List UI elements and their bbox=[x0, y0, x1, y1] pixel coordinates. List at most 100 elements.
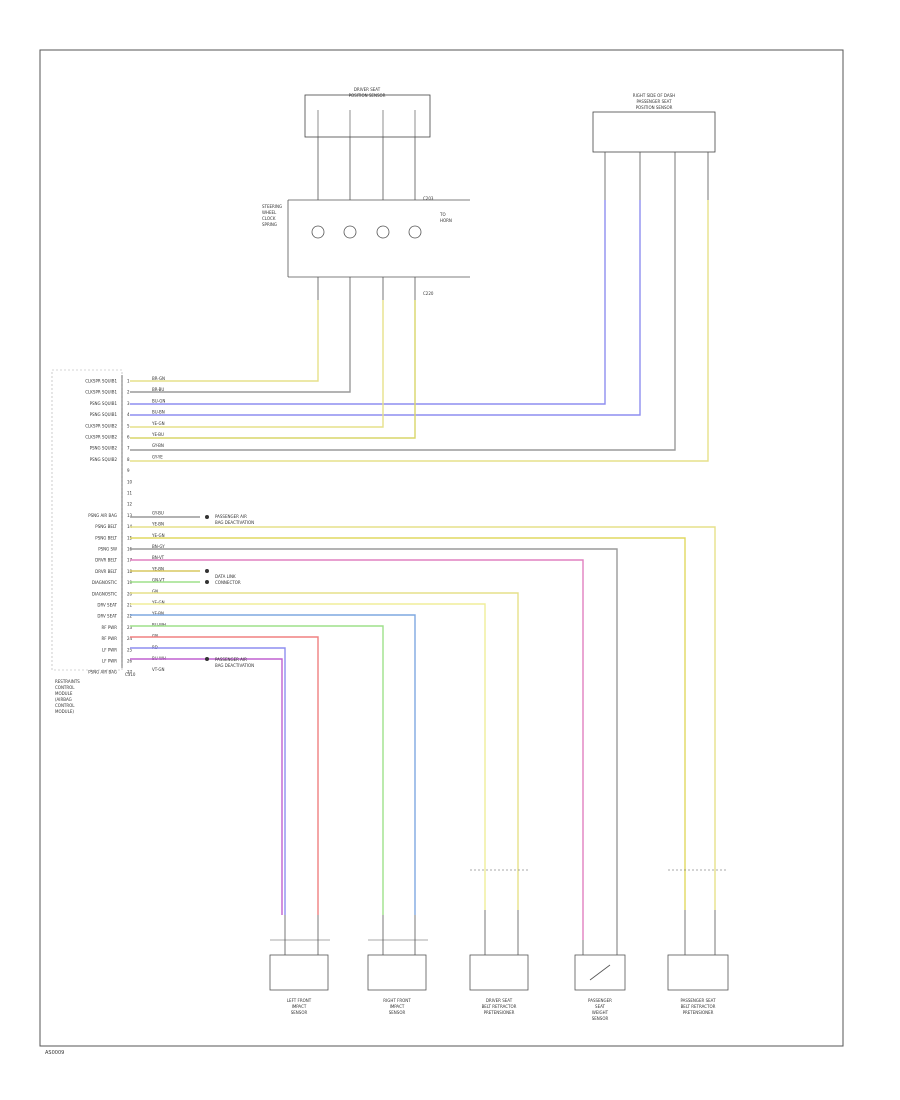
sensor-driver-belt: DRIVER SEAT BELT RETRACTOR PRETENSIONER bbox=[469, 869, 530, 1015]
pin-number-11: 11 bbox=[127, 491, 133, 496]
pin-function-8: PSNG SQUIB2 bbox=[90, 457, 118, 462]
pin-function-19: DIAGNOSTIC bbox=[92, 580, 117, 585]
pin-wire-color-5: YE-GN bbox=[151, 421, 165, 426]
pin-number-15: 15 bbox=[127, 535, 133, 540]
c203-label: C203 bbox=[423, 196, 434, 201]
pin-function-14: PSNG BELT bbox=[95, 524, 117, 529]
module-notes: PASSENGER AIR BAG DEACTIVATION DATA LINK… bbox=[205, 514, 254, 668]
pin-wire-color-27: VT-GN bbox=[152, 667, 165, 672]
pin-wire-color-23: BU-WH bbox=[152, 622, 166, 627]
sensor4-label-2: SEAT bbox=[595, 1004, 605, 1009]
module-name-4: (AIRBAG bbox=[55, 697, 72, 702]
pin-wire-color-6: YE-BU bbox=[151, 432, 164, 437]
clockspring-label-1: STEERING bbox=[262, 204, 282, 209]
to-horn-label-2: HORN bbox=[440, 218, 452, 223]
pin-wire-color-20: GN bbox=[152, 589, 158, 594]
pin-number-19: 19 bbox=[127, 580, 133, 585]
wire-pin14 bbox=[130, 526, 716, 910]
pin-function-1: CLKSPR SQUIB1 bbox=[85, 379, 117, 384]
wire-pin6 bbox=[130, 300, 416, 439]
wire-pin7 bbox=[130, 200, 676, 451]
note1-line1: PASSENGER AIR bbox=[215, 514, 247, 519]
pin-number-27: 27 bbox=[127, 670, 133, 675]
pin-number-23: 23 bbox=[127, 625, 133, 630]
top-right-title-3: POSITION SENSOR bbox=[636, 105, 673, 110]
sensor3-label-2: BELT RETRACTOR bbox=[482, 1004, 517, 1009]
pin-function-2: CLKSPR SQUIB1 bbox=[85, 390, 117, 395]
sensor-passenger-belt: PASSENGER SEAT BELT RETRACTOR PRETENSION… bbox=[667, 869, 729, 1015]
sensor3-label-3: PRETENSIONER bbox=[484, 1010, 515, 1015]
top-right-title-1: RIGHT SIDE OF DASH bbox=[633, 93, 675, 98]
pin-function-22: DRV SEAT bbox=[97, 614, 117, 619]
wire-pin5 bbox=[130, 300, 384, 428]
module-name-2: CONTROL bbox=[55, 685, 75, 690]
sensor-passenger-seat-weight: PASSENGER SEAT WEIGHT SENSOR bbox=[574, 954, 626, 1021]
sensor-left-front-impact: LEFT FRONT IMPACT SENSOR bbox=[269, 939, 330, 1015]
pin-number-7: 7 bbox=[127, 446, 130, 451]
note3-line1: PASSENGER AIR bbox=[215, 657, 247, 662]
top-left-stubs bbox=[317, 137, 416, 200]
wire-pin2 bbox=[130, 300, 351, 393]
sensor4-label-4: SENSOR bbox=[592, 1016, 609, 1021]
pin-number-9: 9 bbox=[127, 468, 130, 473]
pin-number-12: 12 bbox=[127, 502, 133, 507]
sensor-stubs bbox=[284, 910, 716, 955]
clockspring: STEERING WHEEL CLOCK SPRING TO HORN C203… bbox=[262, 196, 470, 296]
wire-pin4 bbox=[130, 200, 641, 416]
pin-wire-color-8: GY-YE bbox=[152, 454, 163, 459]
sensor-right-front-impact: RIGHT FRONT IMPACT SENSOR bbox=[367, 939, 428, 1015]
top-left-connector-title-2: POSITION SENSOR bbox=[349, 93, 386, 98]
pin-function-23: RF PWR bbox=[102, 625, 118, 630]
pin-number-22: 22 bbox=[127, 614, 133, 619]
pin-wire-color-4: BU-BN bbox=[152, 410, 165, 415]
wire-pin23 bbox=[130, 614, 416, 915]
pin-function-18: DRVR BELT bbox=[95, 569, 117, 574]
top-right-connector: RIGHT SIDE OF DASH PASSENGER SEAT POSITI… bbox=[592, 93, 716, 153]
wire-pin16 bbox=[130, 548, 618, 940]
pin-wire-color-18: YE-BN bbox=[151, 566, 164, 571]
sensor2-label-3: SENSOR bbox=[389, 1010, 406, 1015]
sensor5-label-1: PASSENGER SEAT bbox=[680, 998, 716, 1003]
pin-wire-color-1: BR-GN bbox=[152, 376, 165, 381]
top-right-title-2: PASSENGER SEAT bbox=[636, 99, 672, 104]
module-connector-label: C310 bbox=[125, 672, 136, 677]
wire-pin3 bbox=[130, 200, 606, 405]
note3-line2: BAG DEACTIVATION bbox=[215, 663, 254, 668]
pin-number-1: 1 bbox=[127, 379, 130, 384]
pin-number-14: 14 bbox=[127, 524, 133, 529]
sensor5-label-3: PRETENSIONER bbox=[683, 1010, 714, 1015]
module-name-5: CONTROL bbox=[55, 703, 75, 708]
wire-pin25 bbox=[130, 636, 319, 915]
sensor1-label-3: SENSOR bbox=[291, 1010, 308, 1015]
note2-line1: DATA LINK bbox=[215, 574, 236, 579]
pin-wire-color-2: BR-BU bbox=[152, 387, 164, 392]
diagram-frame bbox=[39, 49, 844, 1047]
wire-pin21 bbox=[130, 592, 519, 910]
wire-pin24 bbox=[130, 625, 384, 915]
lower-wires bbox=[130, 516, 716, 940]
clockspring-lower-stubs bbox=[317, 277, 416, 300]
pin-number-8: 8 bbox=[127, 457, 130, 462]
pin-function-4: PSNG SQUIB1 bbox=[90, 412, 118, 417]
wire-pin17 bbox=[130, 559, 584, 940]
pin-function-21: DRV SEAT bbox=[97, 603, 117, 608]
pin-wire-color-13: GY-BU bbox=[152, 510, 164, 515]
pin-number-21: 21 bbox=[127, 603, 133, 608]
note1-line2: BAG DEACTIVATION bbox=[215, 520, 254, 525]
pin-number-16: 16 bbox=[127, 547, 133, 552]
pin-function-26: LF PWR bbox=[102, 659, 117, 664]
pin-function-15: PSNG BELT bbox=[95, 535, 117, 540]
module-name-3: MODULE bbox=[55, 691, 73, 696]
pin-number-10: 10 bbox=[127, 479, 133, 484]
footer-code: AS0009 bbox=[45, 1050, 64, 1056]
pin-function-16: PSNG SW bbox=[98, 547, 117, 552]
sensor5-label-2: BELT RETRACTOR bbox=[681, 1004, 716, 1009]
pin-wire-color-14: YE-BN bbox=[151, 522, 164, 527]
wire-pin22 bbox=[130, 603, 486, 910]
pin-number-20: 20 bbox=[127, 591, 133, 596]
sensor2-label-1: RIGHT FRONT bbox=[383, 998, 411, 1003]
upper-wires bbox=[130, 200, 709, 462]
pin-wire-color-7: GY-BN bbox=[152, 443, 164, 448]
